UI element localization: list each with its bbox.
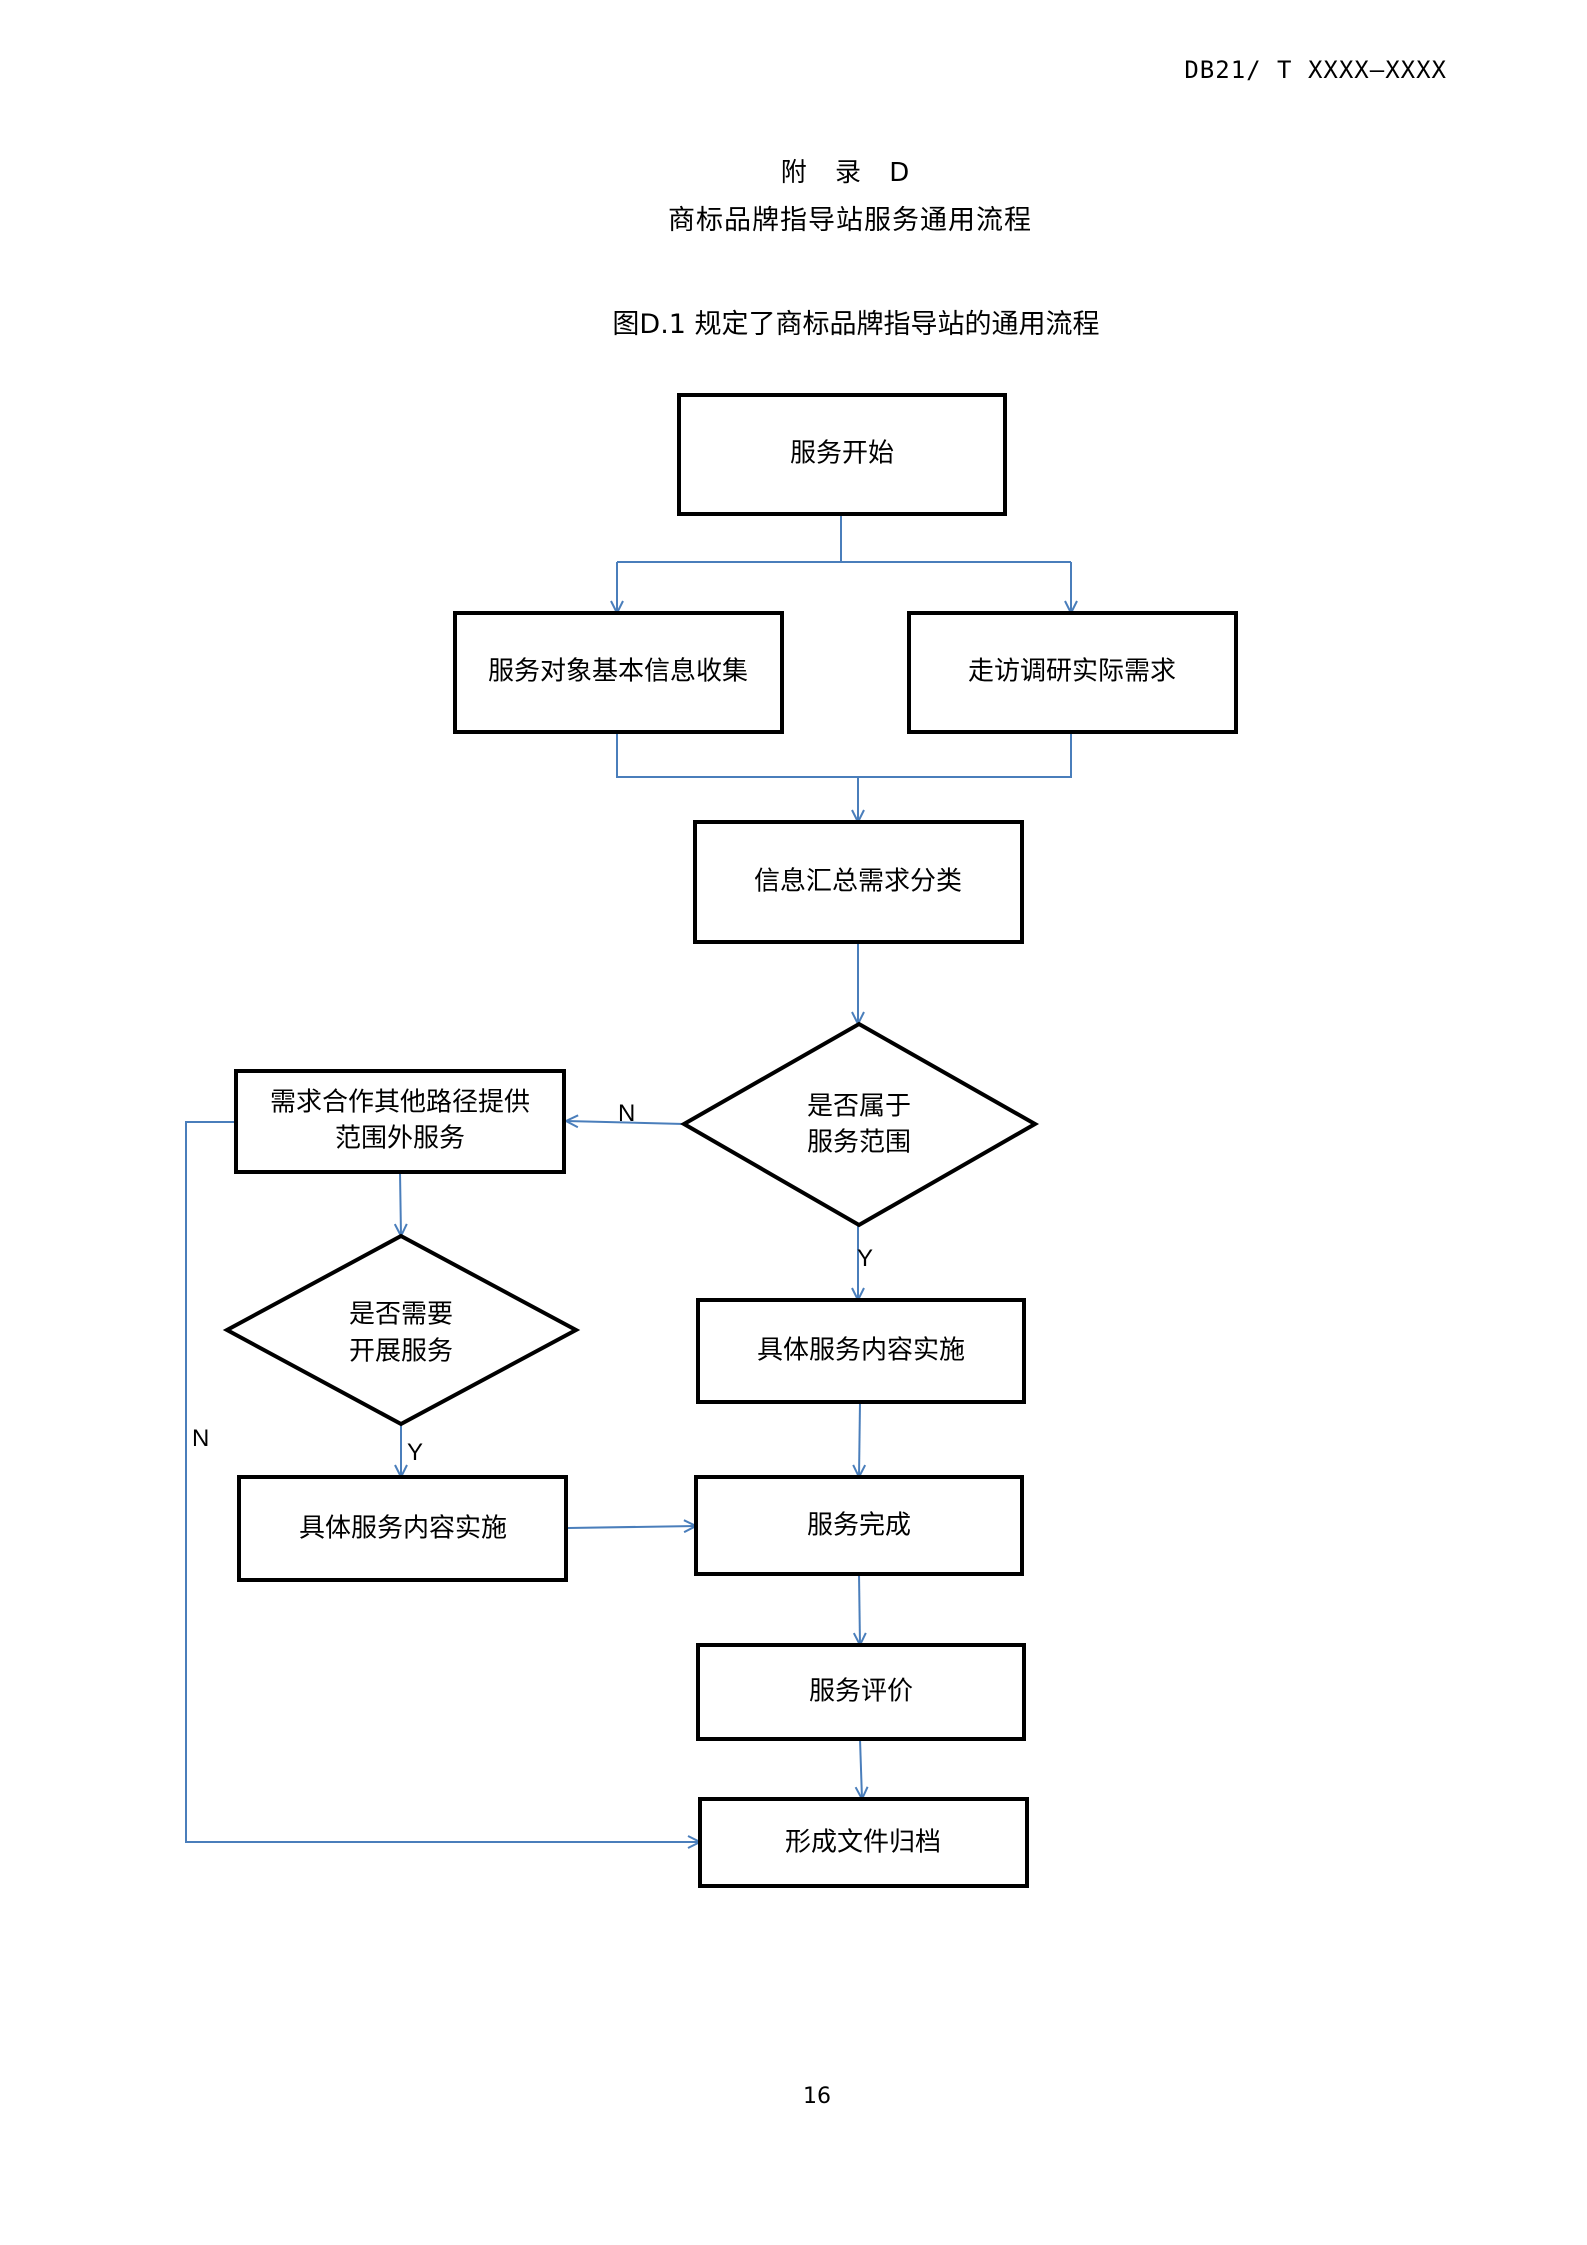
node-start: 服务开始 — [677, 393, 1007, 516]
label-no-need: N — [192, 1425, 209, 1452]
node-complete: 服务完成 — [694, 1475, 1024, 1576]
node-evaluate: 服务评价 — [696, 1643, 1026, 1741]
edge-decision-no-to-outside — [566, 1121, 685, 1124]
node-archive-label: 形成文件归档 — [785, 1828, 941, 1858]
decision-in-scope-line1: 是否属于 — [807, 1092, 911, 1122]
decision-in-scope-line2: 服务范围 — [807, 1128, 911, 1158]
label-no-scope: N — [618, 1100, 635, 1127]
figure-caption: 图D.1 规定了商标品牌指导站的通用流程 — [612, 309, 1100, 340]
edge-complete-to-evaluate — [859, 1573, 860, 1645]
edge-outside-to-need-decision — [400, 1171, 401, 1236]
edge-collect-merge — [616, 732, 858, 778]
node-implement-left-label: 具体服务内容实施 — [299, 1514, 507, 1544]
node-start-label: 服务开始 — [790, 439, 894, 469]
connectors — [185, 514, 1072, 1842]
document-code: DB21/ T XXXX—XXXX — [1184, 56, 1447, 84]
node-implement-right: 具体服务内容实施 — [696, 1298, 1026, 1404]
decision-need-service-line2: 开展服务 — [349, 1337, 453, 1367]
node-evaluate-label: 服务评价 — [809, 1677, 913, 1707]
node-visit-needs: 走访调研实际需求 — [907, 611, 1238, 734]
page-number: 16 — [803, 2084, 831, 2109]
node-outside-scope: 需求合作其他路径提供 范围外服务 — [234, 1069, 566, 1174]
node-summarize: 信息汇总需求分类 — [693, 820, 1024, 944]
label-yes-need: Y — [407, 1439, 423, 1466]
node-summarize-label: 信息汇总需求分类 — [754, 867, 962, 897]
node-visit-needs-label: 走访调研实际需求 — [968, 657, 1176, 687]
decision-in-scope: 是否属于 服务范围 — [679, 1021, 1040, 1228]
decision-need-service-line1: 是否需要 — [349, 1300, 453, 1330]
decision-need-service: 是否需要 开展服务 — [222, 1233, 581, 1427]
appendix-label: 附 录 D — [780, 158, 920, 188]
node-complete-label: 服务完成 — [807, 1511, 911, 1541]
node-outside-scope-line1: 需求合作其他路径提供 — [270, 1088, 530, 1118]
edge-implement-left-to-complete — [567, 1526, 696, 1528]
node-archive: 形成文件归档 — [698, 1797, 1029, 1888]
node-implement-left: 具体服务内容实施 — [237, 1475, 568, 1582]
label-yes-scope: Y — [857, 1245, 873, 1272]
edge-implement-right-to-complete — [859, 1401, 860, 1477]
edge-visit-merge — [858, 732, 1072, 778]
node-collect-info: 服务对象基本信息收集 — [453, 611, 784, 734]
node-implement-right-label: 具体服务内容实施 — [757, 1336, 965, 1366]
node-collect-info-label: 服务对象基本信息收集 — [488, 657, 748, 687]
appendix-title: 商标品牌指导站服务通用流程 — [668, 205, 1032, 236]
edge-outside-no-to-archive — [185, 1121, 700, 1842]
edge-evaluate-to-archive — [860, 1738, 862, 1799]
node-outside-scope-line2: 范围外服务 — [335, 1124, 465, 1154]
